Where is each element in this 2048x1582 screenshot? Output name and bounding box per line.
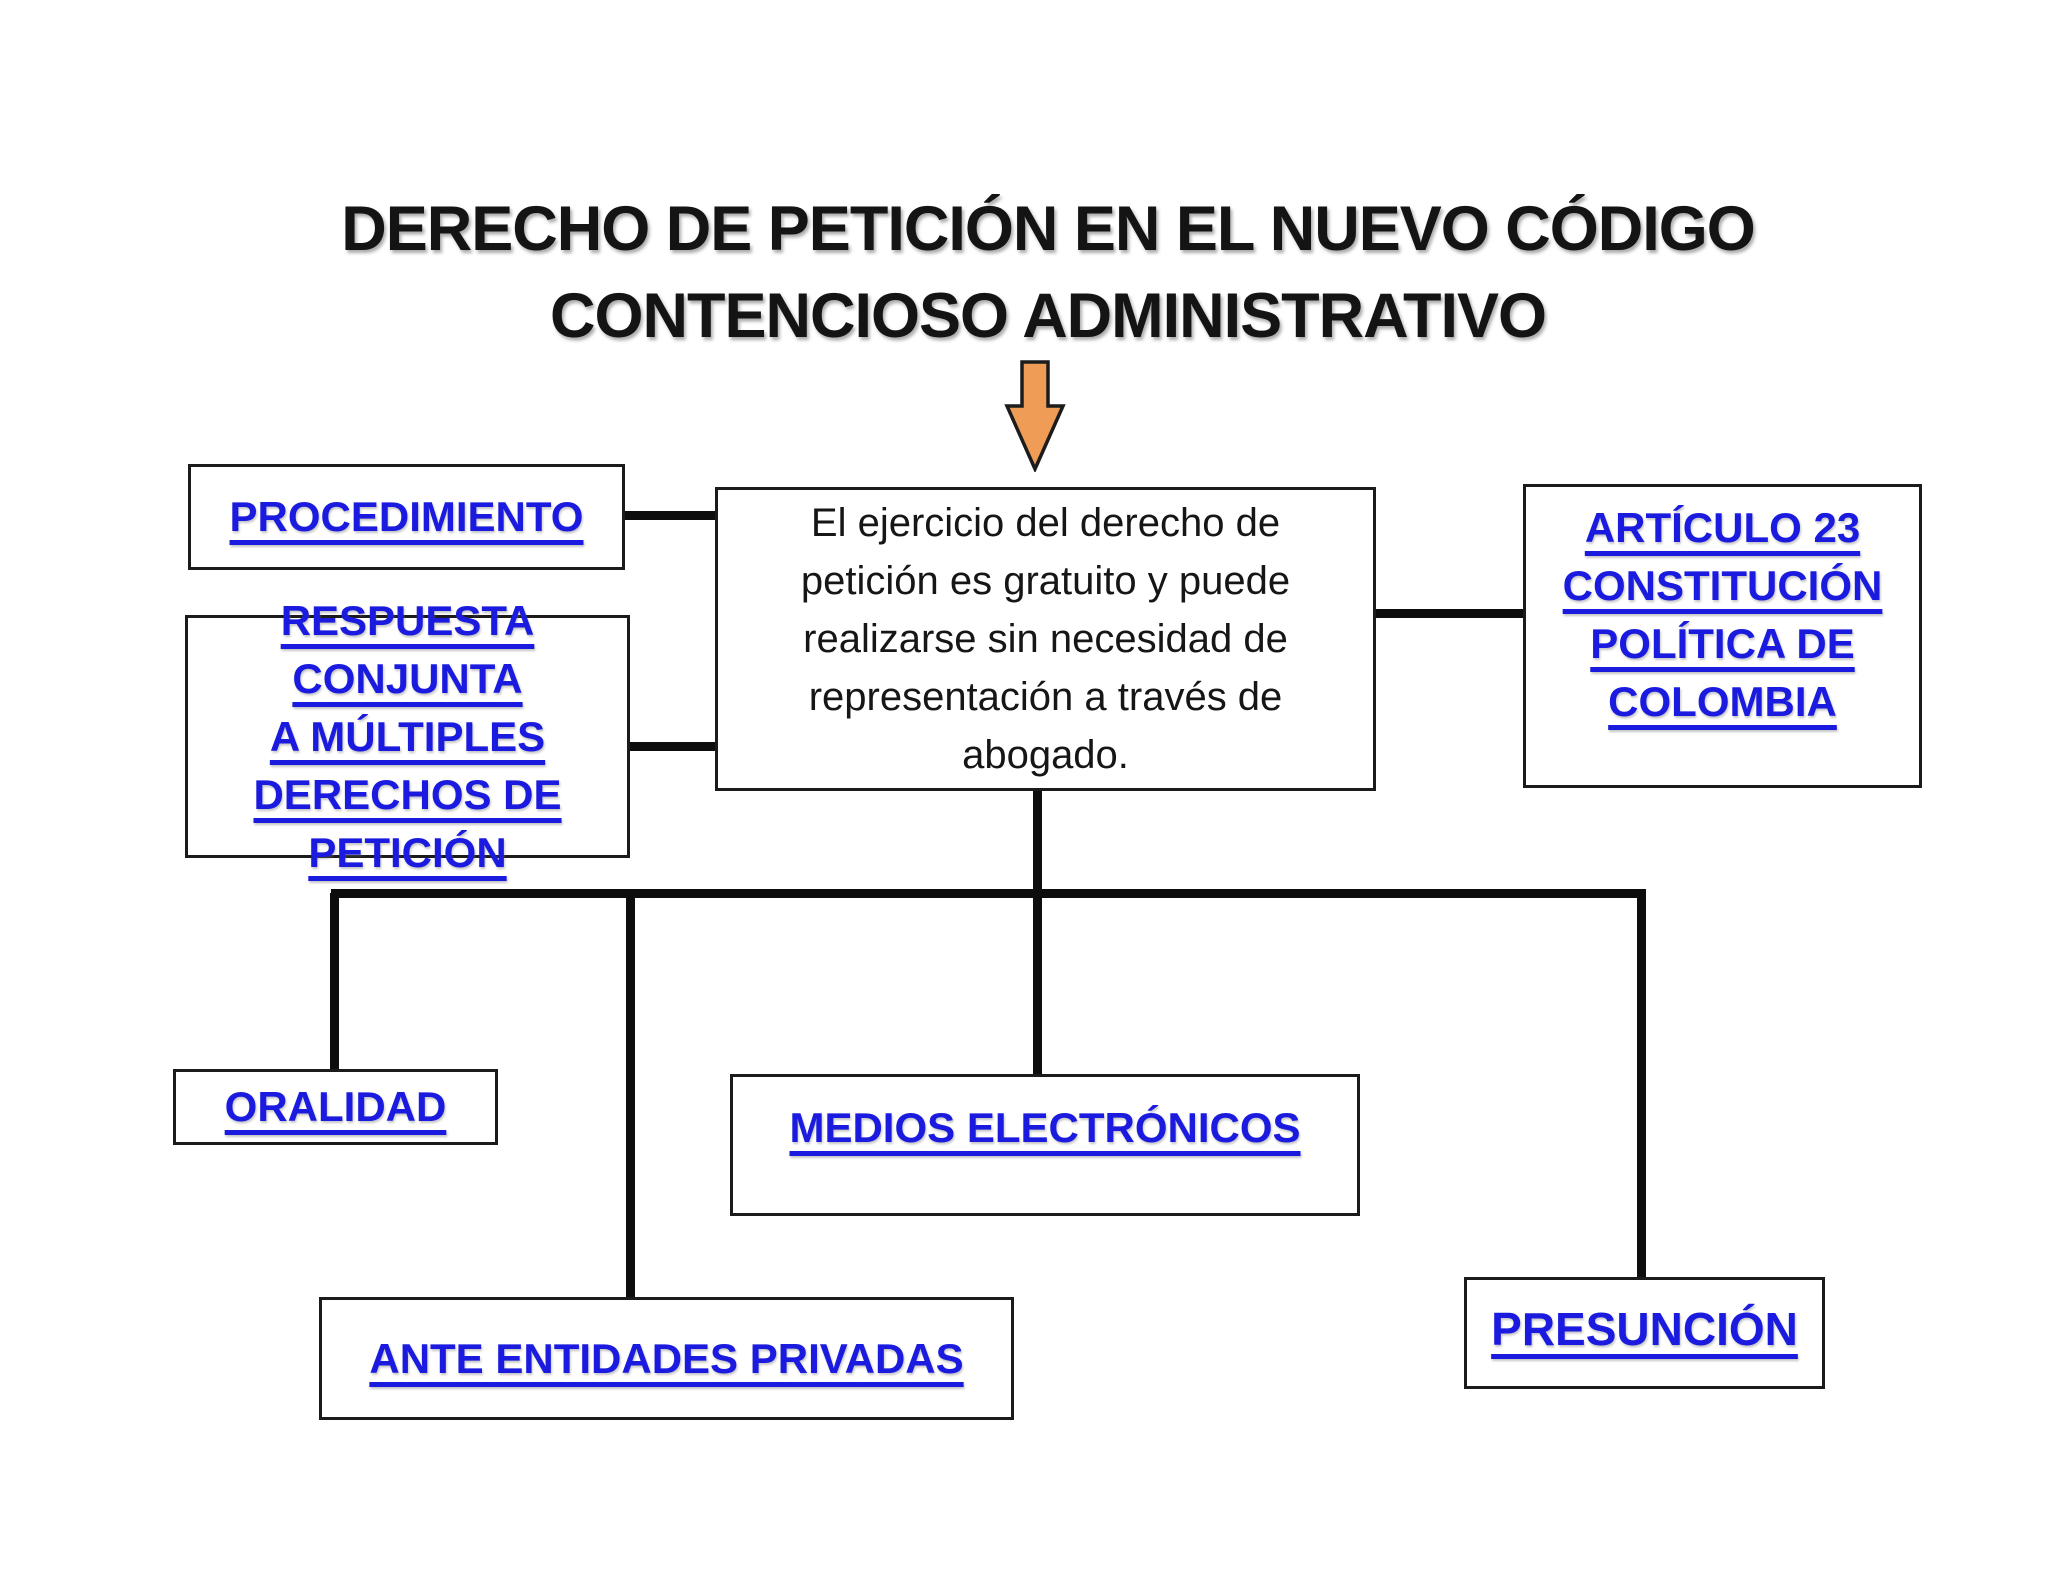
node-ante-entidades-privadas-label[interactable]: ANTE ENTIDADES PRIVADAS <box>369 1334 964 1382</box>
center-statement-text: El ejercicio del derecho de petición es … <box>800 501 1291 777</box>
node-articulo-23: ARTÍCULO 23 CONSTITUCIÓN POLÍTICA DE COL… <box>1523 484 1922 788</box>
node-respuesta-conjunta-label[interactable]: RESPUESTA CONJUNTA A MÚLTIPLES DERECHOS … <box>253 596 562 876</box>
connector-procedimiento-center <box>622 511 718 520</box>
page-title: DERECHO DE PETICIÓN EN EL NUEVO CÓDIGO C… <box>341 194 1756 351</box>
connector-bus-medios <box>1033 893 1042 1078</box>
connector-bus-oralidad <box>330 893 339 1073</box>
connector-respuesta-center <box>627 742 718 751</box>
down-arrow-shape <box>1004 360 1066 472</box>
node-procedimiento: PROCEDIMIENTO <box>188 464 625 570</box>
node-respuesta-conjunta: RESPUESTA CONJUNTA A MÚLTIPLES DERECHOS … <box>185 597 630 876</box>
connector-horizontal-bus <box>331 889 1646 898</box>
node-presuncion: PRESUNCIÓN <box>1464 1277 1825 1389</box>
connector-center-articulo <box>1373 609 1526 618</box>
node-ante-entidades-privadas: ANTE ENTIDADES PRIVADAS <box>319 1297 1014 1420</box>
connector-center-down <box>1033 788 1042 898</box>
node-procedimiento-label[interactable]: PROCEDIMIENTO <box>229 493 584 540</box>
node-oralidad: ORALIDAD <box>173 1069 498 1145</box>
node-medios-electronicos: MEDIOS ELECTRÓNICOS <box>730 1074 1360 1216</box>
node-center-statement: El ejercicio del derecho de petición es … <box>715 487 1376 791</box>
down-arrow-icon <box>1004 360 1066 472</box>
node-articulo-23-label[interactable]: ARTÍCULO 23 CONSTITUCIÓN POLÍTICA DE COL… <box>1562 504 1883 725</box>
node-oralidad-label[interactable]: ORALIDAD <box>224 1083 447 1130</box>
node-presuncion-label[interactable]: PRESUNCIÓN <box>1491 1303 1798 1355</box>
connector-bus-presuncion <box>1637 893 1646 1281</box>
node-medios-electronicos-label[interactable]: MEDIOS ELECTRÓNICOS <box>789 1104 1301 1151</box>
connector-bus-ante-entidades <box>626 893 635 1301</box>
